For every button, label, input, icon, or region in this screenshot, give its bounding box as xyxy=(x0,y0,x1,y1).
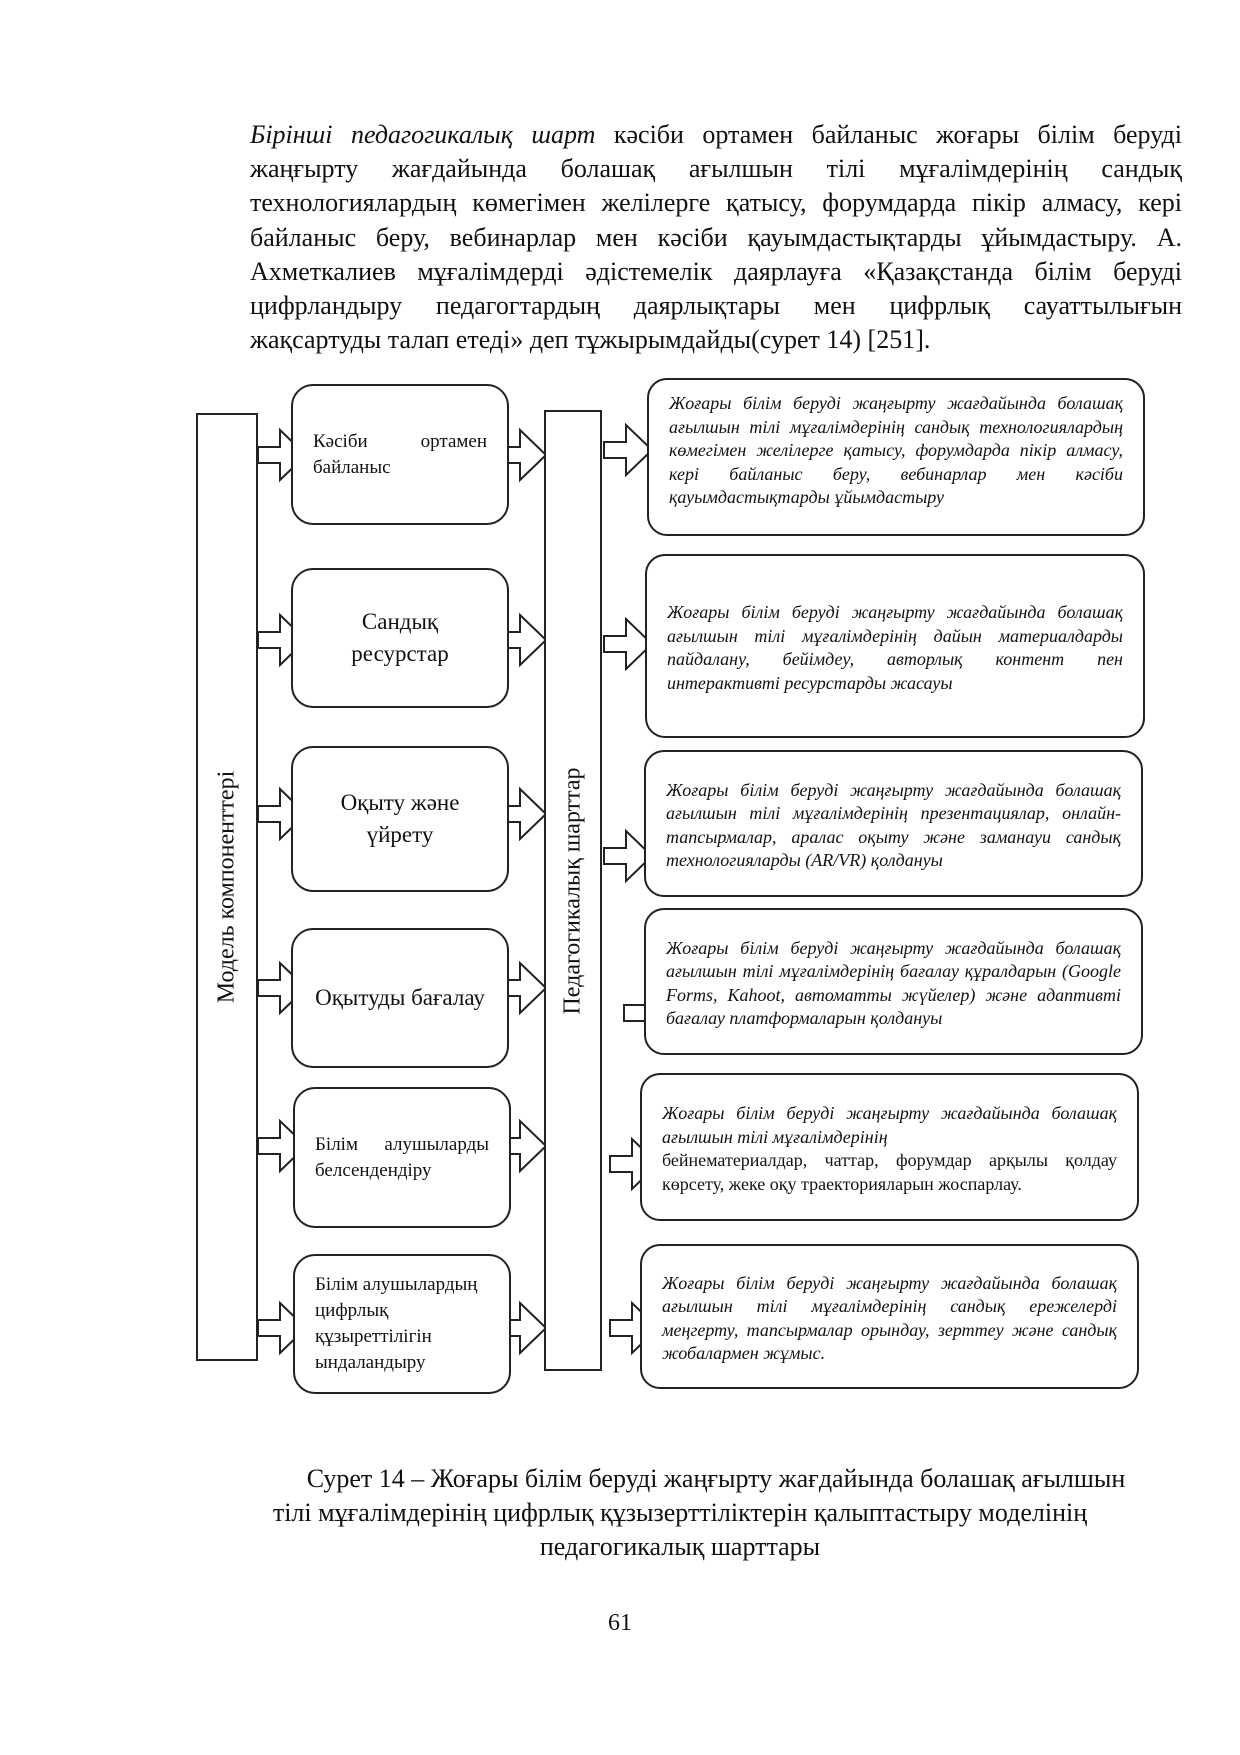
caption-line: тілі мұғалімдерінің цифрлық құзызерттілі… xyxy=(272,1498,1088,1527)
body-paragraph: Бірінші педагогикалық шарт кәсіби ортаме… xyxy=(178,118,1182,357)
pedagogical-conditions-bar: Педагогикалық шарттар xyxy=(544,410,602,1371)
component-label: Кәсіби ортамен байланыс xyxy=(313,430,487,478)
component-box: Кәсіби ортамен байланыс xyxy=(291,384,509,525)
condition-text: Жоғары білім беруді жаңғырту жағдайында … xyxy=(669,393,1123,507)
component-label: Оқытуды бағалау xyxy=(315,985,485,1010)
caption-line: Сурет 14 – Жоғары білім беруді жаңғырту … xyxy=(306,1464,1126,1493)
condition-box: Жоғары білім беруді жаңғырту жағдайында … xyxy=(645,554,1145,738)
model-components-label: Модель компоненттері xyxy=(213,770,240,1004)
condition-box: Жоғары білім беруді жаңғырту жағдайында … xyxy=(640,1244,1139,1389)
arrow-icon xyxy=(603,828,654,884)
condition-text: Жоғары білім беруді жаңғырту жағдайында … xyxy=(666,779,1121,871)
component-box: Оқыту және үйрету xyxy=(291,746,509,892)
arrow-icon xyxy=(603,616,654,672)
paragraph-lead: Бірінші педагогикалық шарт xyxy=(250,120,596,149)
model-components-bar: Модель компоненттері xyxy=(196,413,258,1361)
component-label: Білім алушылардың цифрлық құзыреттілігін… xyxy=(315,1274,478,1373)
condition-box: Жоғары білім беруді жаңғырту жағдайында … xyxy=(644,750,1143,897)
arrow-icon xyxy=(603,422,654,478)
condition-text-upright: бейнематериалдар, чаттар, форумдар арқыл… xyxy=(662,1150,1117,1194)
condition-box: Жоғары білім беруді жаңғырту жағдайында … xyxy=(640,1073,1139,1221)
condition-box: Жоғары білім беруді жаңғырту жағдайында … xyxy=(644,908,1143,1055)
condition-text: Жоғары білім беруді жаңғырту жағдайында … xyxy=(667,602,1123,693)
component-box: Білім алушылардың цифрлық құзыреттілігін… xyxy=(293,1254,511,1394)
component-label: Сандық ресурстар xyxy=(351,609,449,666)
page-number: 61 xyxy=(608,1610,632,1636)
figure-caption: Сурет 14 – Жоғары білім беруді жаңғырту … xyxy=(178,1462,1182,1564)
component-box: Сандық ресурстар xyxy=(291,568,509,708)
condition-box: Жоғары білім беруді жаңғырту жағдайында … xyxy=(647,378,1145,536)
component-box: Білім алушыларды белсендендіру xyxy=(293,1087,511,1228)
component-label: Білім алушыларды белсендендіру xyxy=(315,1133,489,1181)
component-box: Оқытуды бағалау xyxy=(291,928,509,1068)
paragraph-text: кәсіби ортамен байланыс жоғары білім бер… xyxy=(250,120,1182,355)
pedagogical-conditions-label: Педагогикалық шарттар xyxy=(559,766,586,1015)
condition-text: Жоғары білім беруді жаңғырту жағдайында … xyxy=(666,937,1121,1029)
condition-text: Жоғары білім беруді жаңғырту жағдайында … xyxy=(662,1103,1117,1147)
component-label: Оқыту және үйрету xyxy=(340,790,460,847)
caption-line: педагогикалық шарттары xyxy=(539,1532,821,1561)
condition-text: Жоғары білім беруді жаңғырту жағдайында … xyxy=(662,1272,1117,1364)
